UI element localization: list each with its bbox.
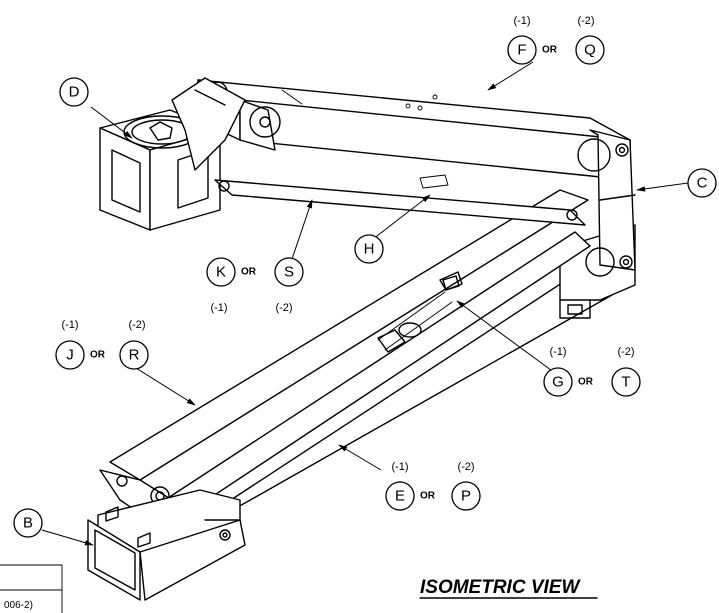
callout-letter: F	[517, 42, 526, 59]
callout-letter: C	[697, 175, 708, 192]
view-title: ISOMETRIC VIEW	[420, 577, 581, 598]
variant-label: (-1)	[549, 346, 566, 358]
title-block-fragment: 006-2)	[0, 564, 63, 613]
variant-label: (-2)	[457, 461, 474, 473]
boom-base	[87, 489, 246, 601]
callout-letter: T	[621, 374, 630, 391]
callout-h: H	[354, 234, 384, 264]
callout-circle	[354, 234, 384, 264]
callout-letter: P	[461, 488, 471, 505]
variant-label: (-2)	[128, 319, 145, 331]
callout-c: C	[687, 168, 717, 198]
callout-letter: S	[284, 264, 294, 281]
rotator-head	[99, 77, 246, 231]
variant-label: (-1)	[513, 15, 530, 27]
callout-letter: H	[364, 241, 375, 258]
variant-label: (-2)	[577, 15, 594, 27]
lower-boom-assembly	[99, 189, 636, 533]
callout-letter: J	[66, 347, 74, 364]
variant-label: (-1)	[61, 319, 78, 331]
callout-circle	[55, 340, 85, 370]
top-boom	[197, 79, 636, 277]
upper-link-rod	[109, 189, 589, 481]
callout-g-t: (-1) (-2) G OR T	[543, 346, 641, 397]
callout-letter: E	[395, 488, 405, 505]
variant-label: (-1)	[391, 461, 408, 473]
callout-letter: K	[216, 264, 226, 281]
callout-letter: R	[129, 347, 140, 364]
callout-circle	[611, 367, 641, 397]
callout-j-r: (-1) (-2) J OR R	[55, 319, 149, 370]
callout-e-p: (-1) (-2) E OR P	[385, 461, 481, 511]
callout-circle	[119, 340, 149, 370]
callout-letter: Q	[584, 42, 596, 59]
callout-letter: G	[552, 374, 564, 391]
callout-circle	[13, 508, 43, 538]
callout-circle	[451, 481, 481, 511]
upper-link-bar	[214, 174, 586, 226]
callout-circle	[206, 257, 236, 287]
callout-circle	[385, 481, 415, 511]
callout-circle	[507, 35, 537, 65]
or-label: OR	[420, 491, 436, 502]
title-block-text: 006-2)	[4, 600, 33, 611]
variant-label: (-2)	[275, 302, 292, 314]
callout-circle	[575, 35, 605, 65]
callout-circle	[59, 77, 89, 107]
variant-label: (-2)	[617, 346, 634, 358]
callout-b: B	[13, 508, 43, 538]
callout-circle	[274, 257, 304, 287]
callout-letter: B	[23, 515, 33, 532]
or-label: OR	[542, 45, 558, 56]
variant-label: (-1)	[210, 302, 227, 314]
or-label: OR	[241, 267, 257, 278]
callout-k-s: K OR S (-1) (-2)	[206, 257, 304, 314]
callout-d: D	[59, 77, 89, 107]
or-label: OR	[578, 377, 594, 388]
callout-circle	[687, 168, 717, 198]
right-end-plate	[589, 129, 636, 271]
callout-letter: D	[69, 84, 80, 101]
leader-lines	[41, 61, 689, 546]
or-label: OR	[90, 350, 106, 361]
callout-f-q: (-1) (-2) F OR Q	[507, 15, 605, 65]
callout-circle	[543, 367, 573, 397]
